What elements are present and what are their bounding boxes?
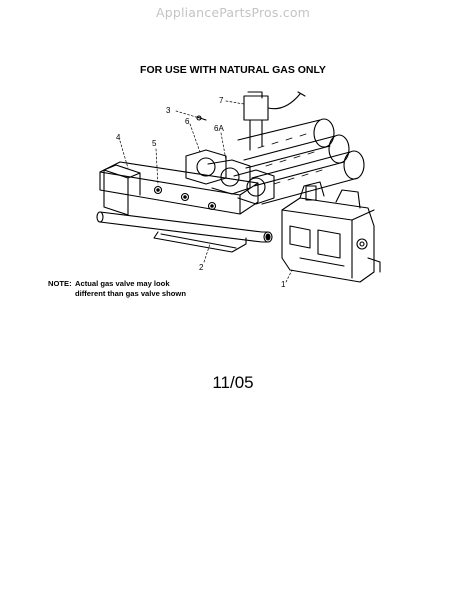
callout-2: 2 (199, 263, 204, 272)
note-line-1: Actual gas valve may look (75, 279, 170, 288)
callout-labels: 1 2 3 4 5 6 6A 7 (116, 96, 286, 289)
note-line-2: different than gas valve shown (75, 289, 186, 298)
callout-leaders (119, 100, 293, 283)
revision-date: 11/05 (212, 373, 254, 392)
callout-5: 5 (152, 139, 157, 148)
callout-1: 1 (281, 280, 286, 289)
burner-mounting-blocks (185, 149, 275, 205)
note-label: NOTE: (48, 279, 72, 288)
burner-tubes (237, 118, 365, 205)
burner-rail (99, 161, 259, 215)
diagram-note: NOTE:Actual gas valve may look different… (48, 279, 248, 299)
callout-3: 3 (166, 106, 171, 115)
site-watermark: AppliancePartsPros.com (155, 5, 311, 20)
gas-valve (281, 181, 381, 283)
callout-6: 6 (185, 117, 190, 126)
diagram-title: FOR USE WITH NATURAL GAS ONLY (140, 64, 326, 76)
gas-manifold-pipe (96, 211, 273, 243)
orifice-fittings (153, 185, 217, 211)
pilot-assembly (243, 91, 306, 151)
callout-4: 4 (116, 133, 121, 142)
mounting-bracket (103, 164, 141, 216)
callout-7: 7 (219, 96, 224, 105)
mounting-screw (196, 115, 207, 121)
callout-6a: 6A (214, 124, 224, 133)
crossover-tube (153, 231, 247, 253)
